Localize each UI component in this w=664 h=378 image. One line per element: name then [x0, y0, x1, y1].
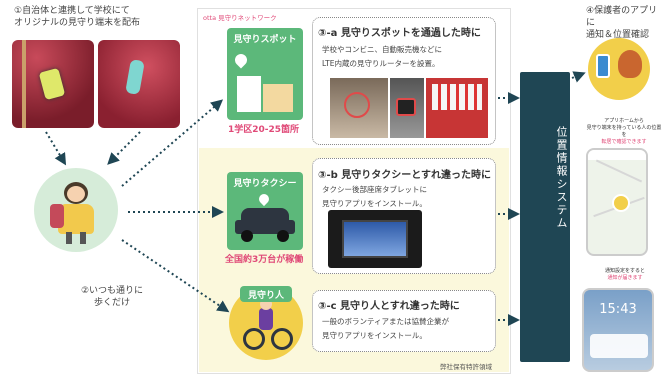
panel-c-desc1: 一般のボランティアまたは協賛企業が [322, 317, 450, 326]
lock-screen-time: 15:43 [599, 302, 637, 317]
panel-a-desc2: LTE内蔵の見守りルーターを設置。 [322, 59, 440, 68]
backpack-photo-2 [98, 40, 180, 128]
volunteer-card: 見守り人 [240, 286, 292, 302]
arrow-child-to-volunteer [121, 239, 230, 313]
spot-caption: 1学区20-25箇所 [228, 125, 300, 135]
router-photo-2 [390, 78, 424, 138]
volunteer-card-title: 見守り人 [247, 291, 284, 301]
router-photo [330, 78, 388, 138]
notify-note: 通知設定をすると 通知が届きます [604, 268, 645, 281]
step2-line1: ②いつも通りに [80, 286, 144, 296]
panel-a-desc1: 学校やコンビニ、自動販売機などに [322, 45, 442, 54]
network-label: otta 見守りネットワーク [203, 14, 277, 22]
arrow-system-to-parent [571, 71, 586, 83]
lock-screen-screenshot: 15:43 [582, 288, 654, 372]
panel-b-desc1: タクシー後部座席タブレットに [322, 185, 427, 194]
child-illustration [34, 168, 118, 252]
notification-banner [590, 334, 648, 358]
step1-line2: オリジナルの見守り端末を配布 [14, 18, 141, 28]
step2-line2: 歩くだけ [93, 298, 130, 308]
patent-area-label: 弊社保有特許領域 [440, 363, 492, 371]
parent-illustration [588, 38, 650, 100]
arrow-child-to-spot [121, 99, 224, 187]
step4-caption: ④保護者のアプリに 通知＆位置確認 [586, 5, 664, 41]
panel-a-heading: ③-a 見守りスポットを通過した時に [318, 28, 481, 39]
step1-caption: ①自治体と連携して学校にて オリジナルの見守り端末を配布 [14, 5, 214, 29]
panel-b-heading: ③-b 見守りタクシーとすれ違った時に [318, 170, 491, 181]
spot-card: 見守りスポット [227, 28, 303, 120]
step4-line1: ④保護者のアプリに [586, 6, 658, 28]
app-note: アプリホームから 見守り端末を持っている人の位置を 転居で確認できます [586, 118, 662, 145]
system-label: 位置情報システム [555, 126, 568, 230]
building-icon [237, 76, 261, 112]
tablet-photo [328, 210, 422, 268]
step4-line2: 通知＆位置確認 [586, 30, 650, 40]
child-location-icon [612, 194, 630, 212]
panel-c-desc2: 見守りアプリをインストール。 [322, 331, 427, 340]
taxi-card-title: 見守りタクシー [233, 179, 297, 189]
arrow-photo1-to-child [45, 131, 67, 166]
location-system-block: 位置情報システム [520, 72, 570, 362]
panel-c-heading: ③-c 見守り人とすれ違った時に [318, 301, 460, 312]
map-app-screenshot [586, 148, 648, 256]
taxi-card: 見守りタクシー [227, 172, 303, 250]
smartphone-icon [596, 54, 610, 78]
network-frame [197, 8, 511, 374]
spot-card-title: 見守りスポット [233, 35, 297, 45]
taxi-caption: 全国約3万台が稼働 [225, 255, 304, 265]
step2-caption: ②いつも通りに 歩くだけ [52, 285, 172, 309]
panel-c-box [312, 290, 496, 352]
backpack-photo-1 [12, 40, 94, 128]
vending-machine-photo [426, 78, 488, 138]
panel-b-desc2: 見守りアプリをインストール。 [322, 199, 427, 208]
arrow-photo2-to-child [107, 131, 141, 165]
step1-line1: ①自治体と連携して学校にて [14, 6, 130, 16]
